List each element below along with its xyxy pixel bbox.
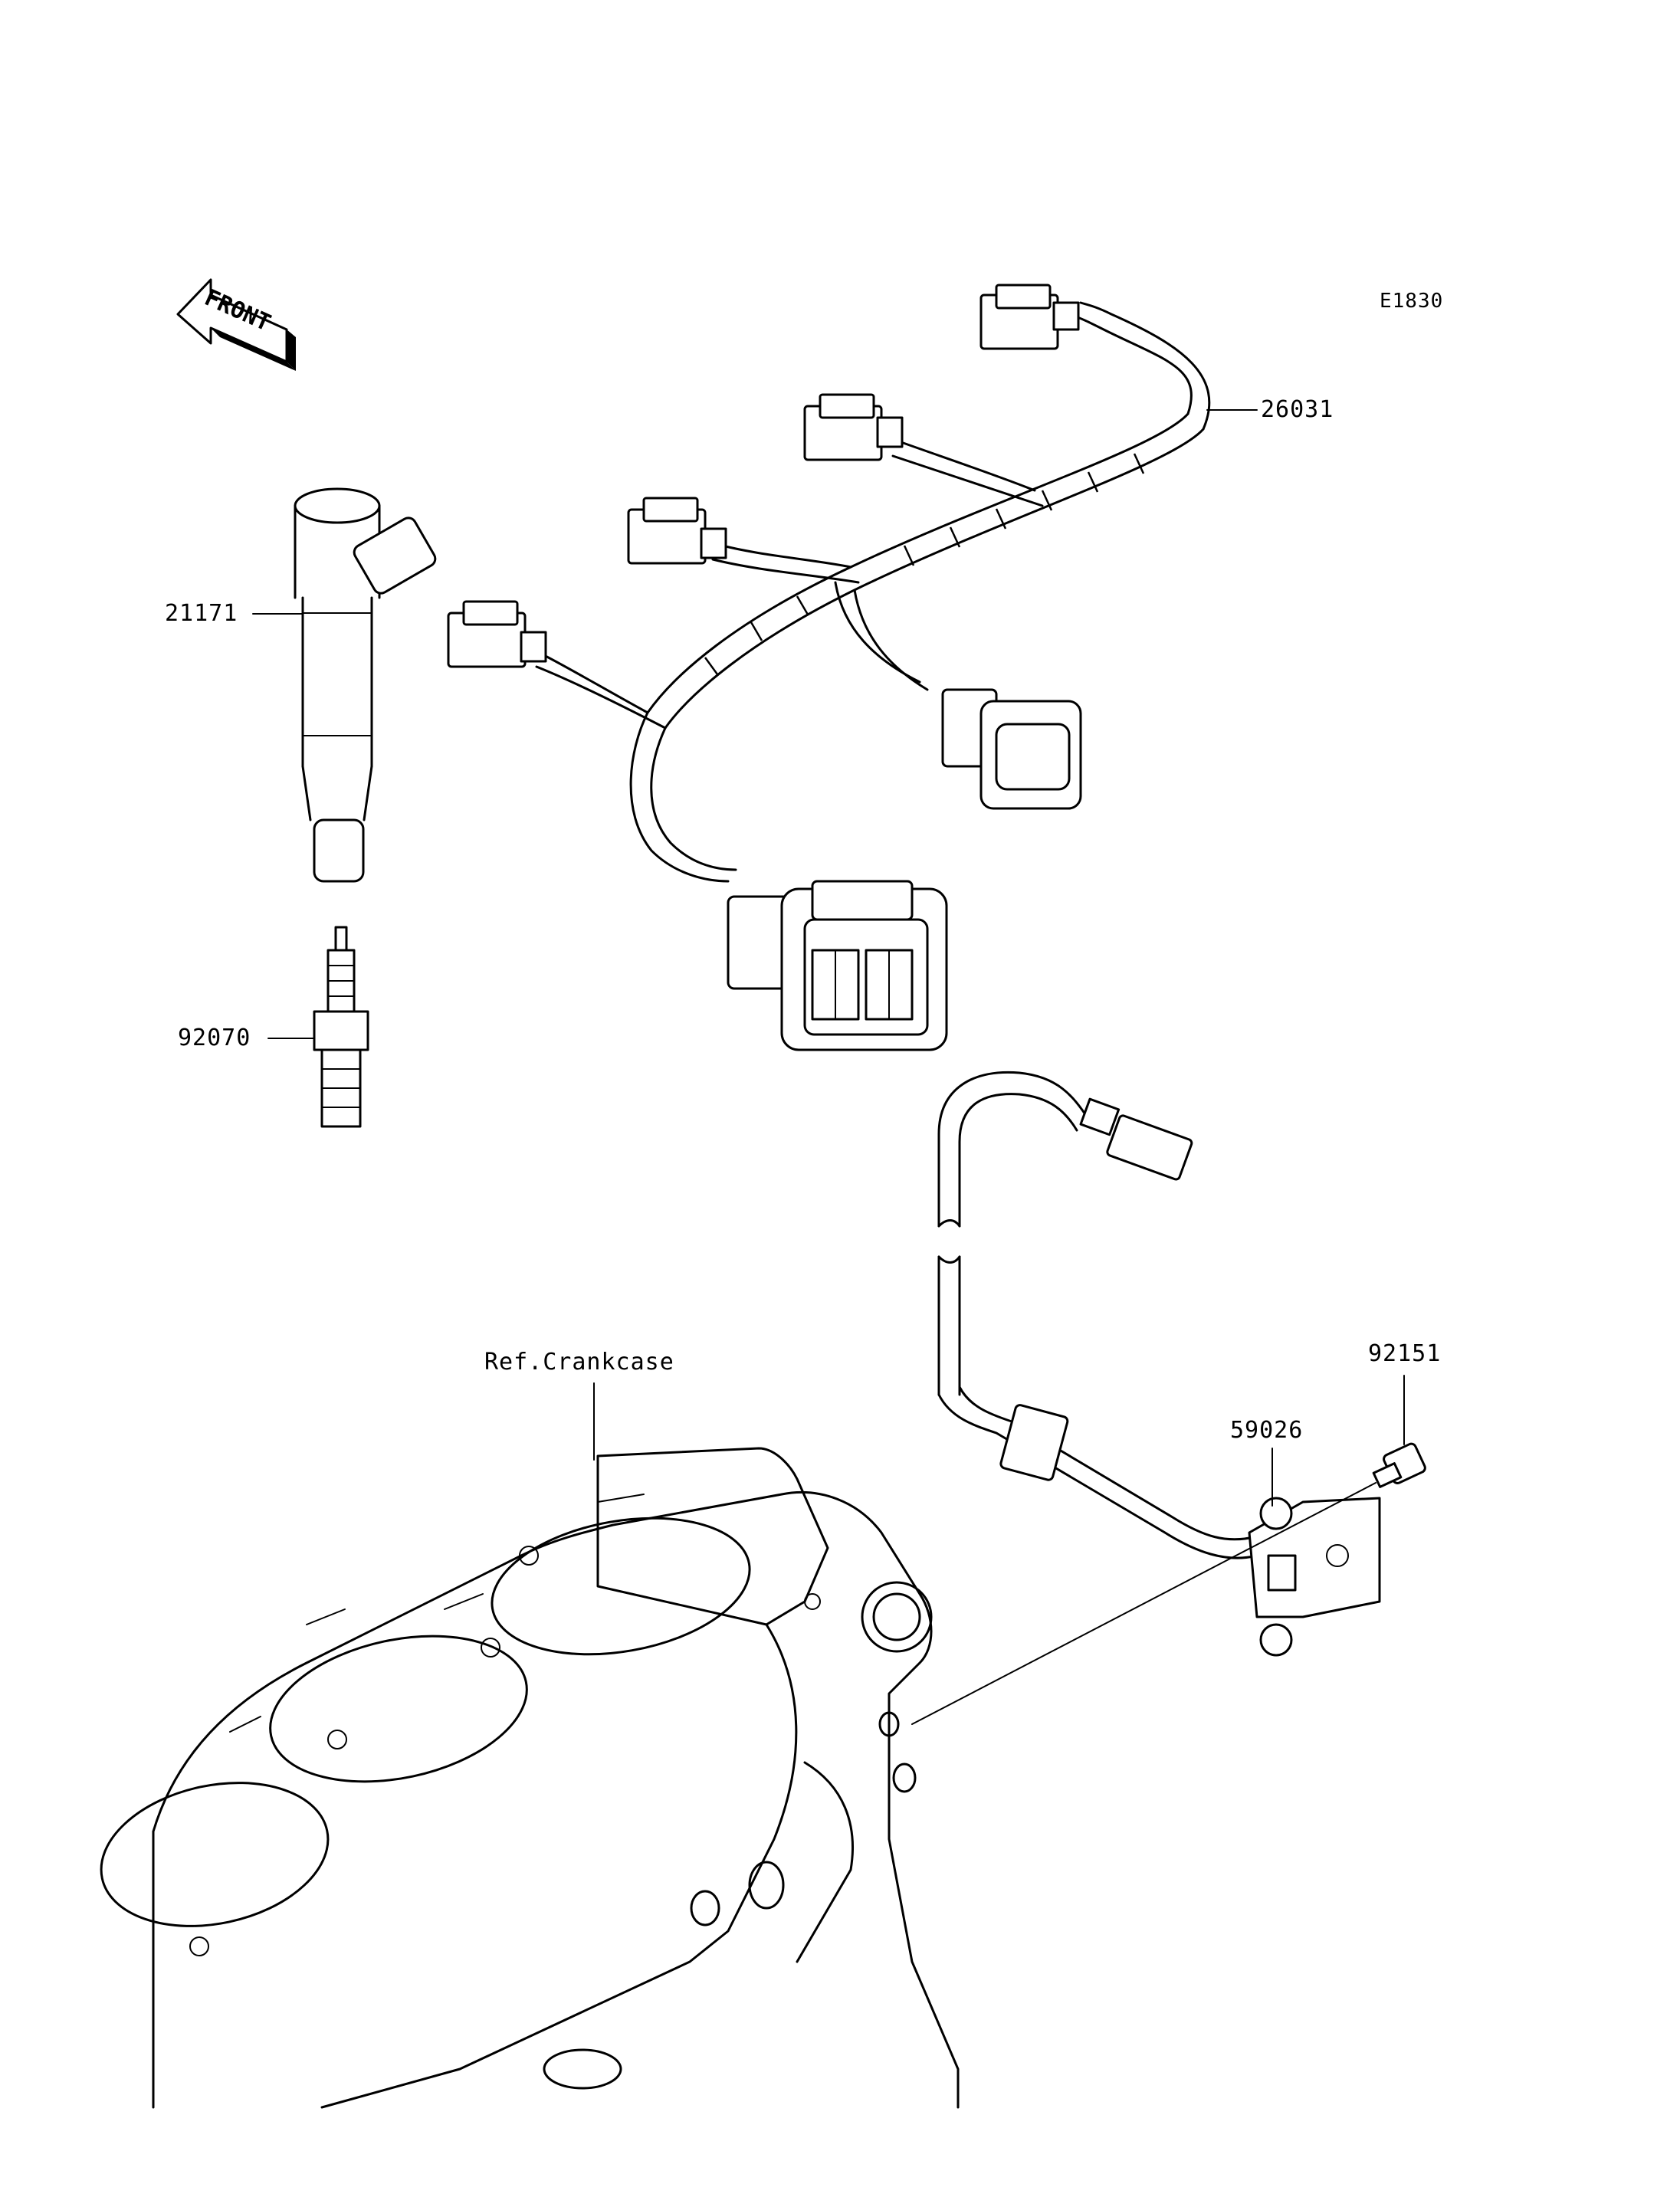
ignition-coil-drawing [294, 487, 437, 883]
crankcase-reference-label: Ref.Crankcase [484, 1349, 674, 1376]
wiring-harness-drawing [447, 284, 1211, 1051]
front-arrow-icon: FRONT [176, 278, 296, 371]
part-number-26031: 26031 [1261, 396, 1334, 423]
diagram-code: E1830 [1380, 290, 1444, 313]
leader-lines [252, 409, 1405, 1507]
part-number-21171: 21171 [165, 600, 238, 627]
spark-plug-drawing [313, 926, 369, 1128]
crankcase-drawing [100, 1447, 960, 2109]
part-number-92070: 92070 [178, 1025, 251, 1051]
pickup-sensor-drawing [911, 1071, 1426, 1725]
part-number-92151: 92151 [1368, 1340, 1442, 1367]
part-number-59026: 59026 [1230, 1417, 1304, 1444]
